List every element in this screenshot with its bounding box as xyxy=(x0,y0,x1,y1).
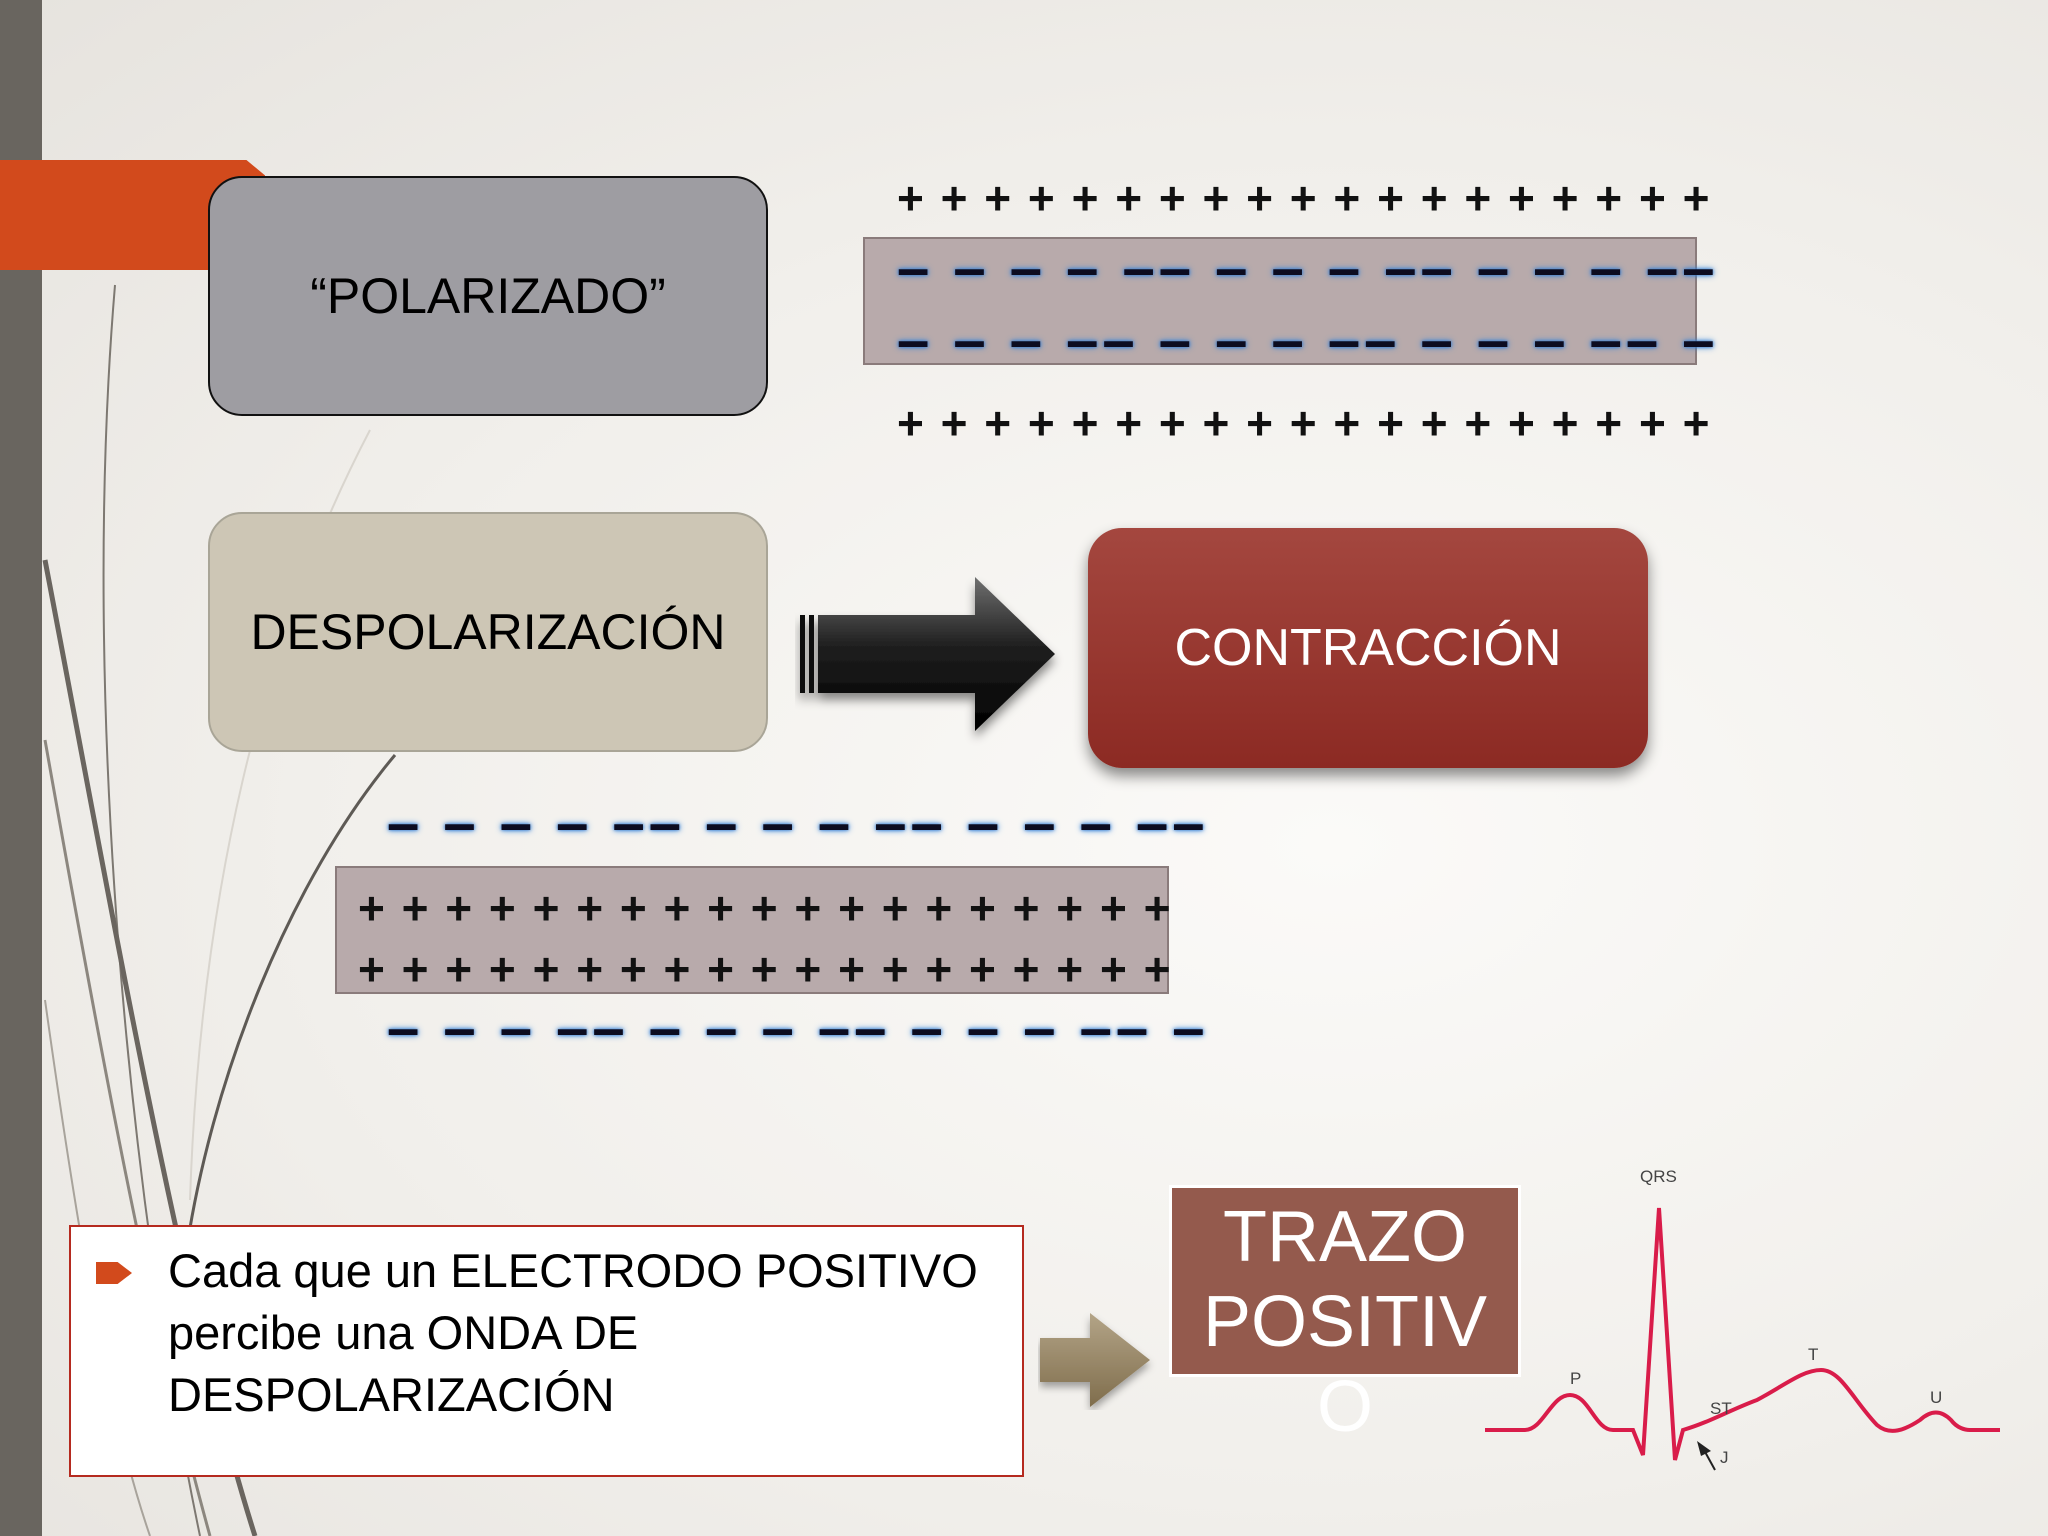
charge-row-bottom-outer-2: – – – –– – – – –– – – – –– – xyxy=(387,996,1209,1061)
charge-row-top-outer-2: + + + + + + + + + + + + + + + + + + + xyxy=(897,397,1712,449)
trazo-line-2: POSITIV xyxy=(1202,1282,1488,1362)
polarizado-box: “POLARIZADO” xyxy=(208,176,768,416)
ecg-label-st: ST xyxy=(1710,1399,1732,1418)
charge-row-bottom-outer: – – – – –– – – – –– – – – –– xyxy=(387,791,1209,856)
trazo-positivo-box xyxy=(1169,1185,1521,1377)
arrow-bullet-icon xyxy=(96,1262,132,1284)
trazo-positivo-label: TRAZO POSITIV O xyxy=(1169,1195,1521,1450)
despolarizacion-label: DESPOLARIZACIÓN xyxy=(250,604,726,660)
ecg-label-u: U xyxy=(1930,1388,1942,1407)
note-box xyxy=(69,1225,1024,1477)
membrane-polarized xyxy=(863,237,1697,365)
ecg-label-t: T xyxy=(1808,1345,1818,1364)
ecg-trace xyxy=(1485,1207,2000,1461)
ecg-waveform: QRS P ST T U J xyxy=(1485,1167,2000,1471)
note-text: Cada que un ELECTRODO POSITIVO percibe u… xyxy=(168,1244,978,1421)
contraccion-box: CONTRACCIÓN xyxy=(1088,528,1648,768)
ecg-label-j: J xyxy=(1720,1448,1729,1467)
charge-row-top-inner-2: – – – –– – – – –– – – – –– – xyxy=(897,308,1719,373)
despolarizacion-box: DESPOLARIZACIÓN xyxy=(208,512,768,752)
big-arrow-icon xyxy=(800,577,1055,731)
polarizado-label: “POLARIZADO” xyxy=(310,268,666,324)
j-point-arrowhead xyxy=(1697,1441,1711,1456)
charge-row-top-outer: + + + + + + + + + + + + + + + + + + + xyxy=(897,172,1712,224)
charge-row-top-inner-1: – – – – –– – – – –– – – – –– xyxy=(897,236,1719,301)
charge-row-bottom-inner-2: + + + + + + + + + + + + + + + + + + + xyxy=(358,943,1173,995)
small-arrow-icon xyxy=(1040,1313,1150,1407)
trazo-line-1: TRAZO xyxy=(1223,1197,1467,1277)
trazo-line-3: O xyxy=(1316,1367,1373,1447)
ecg-label-qrs: QRS xyxy=(1640,1167,1677,1186)
charge-row-bottom-inner-1: + + + + + + + + + + + + + + + + + + + xyxy=(358,882,1173,934)
contraccion-label: CONTRACCIÓN xyxy=(1174,619,1562,677)
ecg-label-p: P xyxy=(1570,1369,1581,1388)
membrane-depolarized xyxy=(335,866,1169,994)
